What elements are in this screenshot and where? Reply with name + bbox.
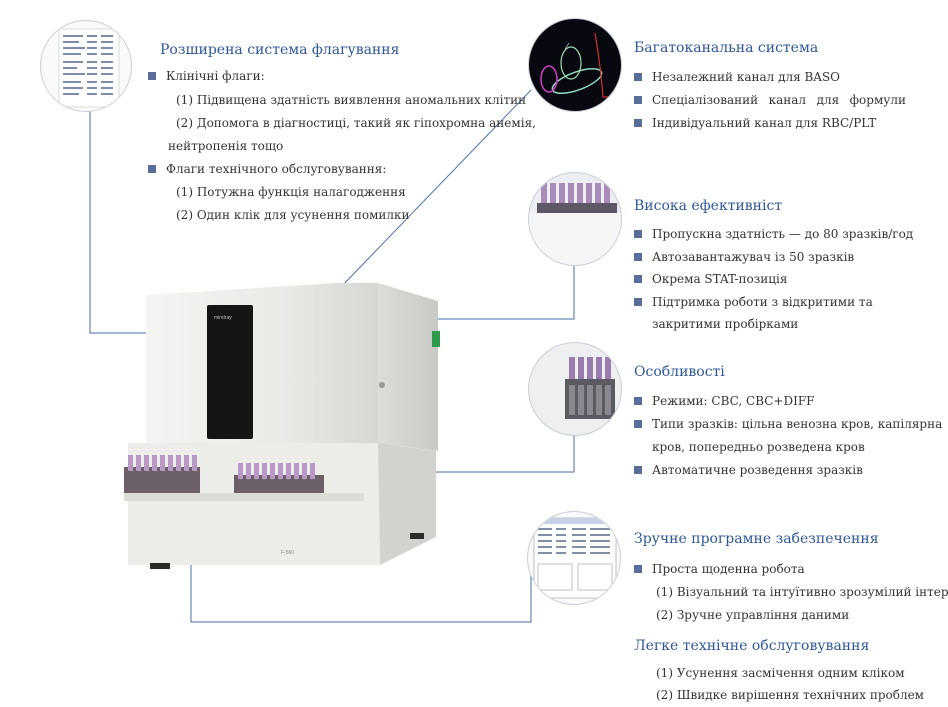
multichannel-item-3-text: Індивідуальний канал для RBC/PLT: [652, 116, 877, 130]
flags-tech-sub-1: (1) Потужна функція налагодження: [176, 185, 406, 199]
bullet-square: [634, 230, 642, 238]
flags-tech-item: Флаги технічного обслуговування:: [148, 162, 386, 176]
efficiency-item-4-text: Підтримка роботи з відкритими та: [652, 295, 873, 309]
features-item-3-text: Автоматичне розведення зразків: [652, 463, 863, 477]
software-item-1-text: Проста щоденна робота: [652, 562, 805, 576]
features-item-3: Автоматичне розведення зразків: [634, 463, 863, 477]
efficiency-item-4: Підтримка роботи з відкритими та: [634, 295, 873, 309]
efficiency-section-title: Висока ефективніст: [634, 198, 783, 214]
efficiency-item-1-text: Пропускна здатність — до 80 зразків/год: [652, 227, 914, 241]
scattergram-thumbnail: [528, 18, 622, 112]
features-item-1: Режими: CBC, CBC+DIFF: [634, 394, 814, 408]
multichannel-item-1: Незалежний канал для BASO: [634, 70, 840, 84]
features-item-2-text: Типи зразків: цільна венозна кров, капіл…: [652, 417, 943, 431]
autoloader-tubes-thumbnail: [528, 172, 622, 266]
features-item-2-cont: кров, попередньо розведена кров: [652, 440, 865, 454]
flags-tech-text: Флаги технічного обслуговування:: [166, 162, 387, 176]
flags-clinical-item: Клінічні флаги:: [148, 69, 265, 83]
efficiency-item-3: Окрема STAT-позиція: [634, 272, 787, 286]
efficiency-item-3-text: Окрема STAT-позиція: [652, 272, 788, 286]
maintenance-section-title: Легке технічне обслуговування: [634, 638, 870, 654]
software-sub-2: (2) Зручне управління даними: [656, 608, 850, 622]
bullet-square: [148, 72, 156, 80]
efficiency-item-1: Пропускна здатність — до 80 зразків/год: [634, 227, 913, 241]
maintenance-sub-2: (2) Швидке вирішення технічних проблем: [656, 688, 925, 702]
software-sub-1: (1) Візуальний та інтуїтивно зрозумілий …: [656, 585, 948, 599]
bullet-square: [634, 298, 642, 306]
bullet-square: [634, 397, 642, 405]
bullet-square: [634, 275, 642, 283]
software-interface-thumbnail: [527, 511, 621, 605]
features-section-title: Особливості: [634, 364, 725, 380]
multichannel-item-2-word-4: формули: [849, 93, 906, 107]
multichannel-item-3: Індивідуальний канал для RBC/PLT: [634, 116, 876, 130]
connector-software: [190, 538, 532, 623]
device-brand-label: mindray: [214, 315, 232, 321]
software-item-1: Проста щоденна робота: [634, 562, 805, 576]
bullet-square: [634, 466, 642, 474]
bullet-square: [634, 420, 642, 428]
flags-clinical-sub-1: (1) Підвищена здатність виявлення аномал…: [176, 93, 527, 107]
maintenance-sub-1: (1) Усунення засмічення одним кліком: [656, 666, 905, 680]
analyzer-device-illustration: [124, 283, 440, 569]
software-section-title: Зручне програмне забезпечення: [634, 531, 879, 547]
efficiency-item-2: Автозавантажувач із 50 зразків: [634, 250, 854, 264]
flags-tech-sub-2: (2) Один клік для усунення помилки: [176, 208, 410, 222]
sample-rack-thumbnail: [528, 342, 622, 436]
device-model-label: F-560: [281, 550, 295, 556]
bullet-square: [634, 253, 642, 261]
bullet-square: [634, 565, 642, 573]
features-item-1-text: Режими: CBC, CBC+DIFF: [652, 394, 815, 408]
bullet-square: [634, 119, 642, 127]
bullet-square: [148, 165, 156, 173]
features-item-2: Типи зразків: цільна венозна кров, капіл…: [634, 417, 942, 431]
multichannel-section-title: Багатоканальна система: [634, 40, 819, 56]
efficiency-item-4-cont: закритими пробірками: [652, 317, 799, 331]
flags-clinical-text: Клінічні флаги:: [166, 69, 265, 83]
flags-clinical-sub-2b: нейтропенія тощо: [168, 139, 284, 153]
multichannel-item-2: Спеціалізований канал для формули: [634, 93, 906, 107]
flags-section-title: Розширена система флагування: [160, 42, 400, 58]
flags-clinical-sub-2: (2) Допомога в діагностиці, такий як гіп…: [176, 116, 536, 130]
multichannel-item-2-word-3: для: [816, 93, 840, 107]
flags-screenshot-thumbnail: [40, 20, 132, 112]
bullet-square: [634, 73, 642, 81]
multichannel-item-2-word-1: Спеціалізований: [652, 93, 759, 107]
multichannel-item-1-text: Незалежний канал для BASO: [652, 70, 841, 84]
bullet-square: [634, 96, 642, 104]
efficiency-item-2-text: Автозавантажувач із 50 зразків: [652, 250, 855, 264]
multichannel-item-2-word-2: канал: [768, 93, 807, 107]
